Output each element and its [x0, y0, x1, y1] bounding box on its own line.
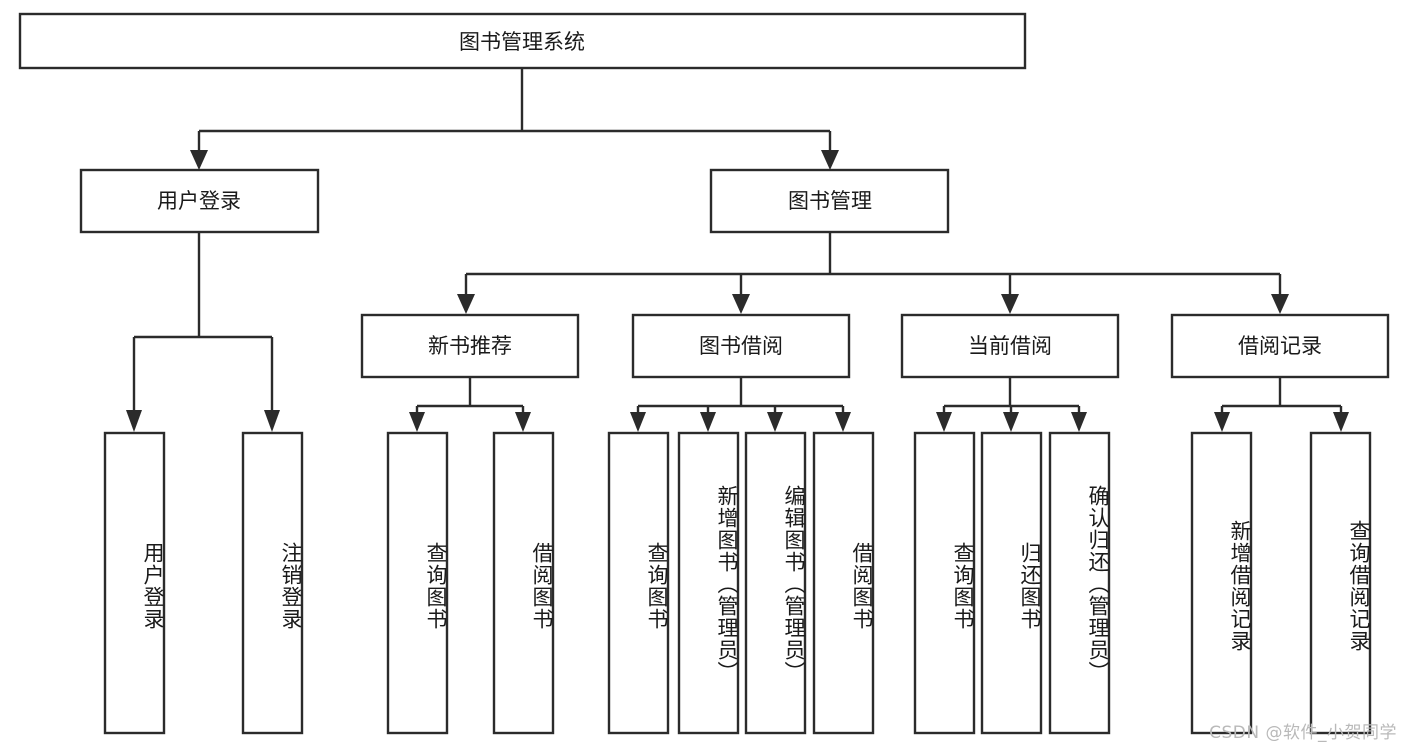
arrow-user-login-leaf-2 [264, 410, 280, 432]
arrow-book-mgmt-to-new-book [457, 294, 475, 314]
node-current-borrow-label: 当前借阅 [968, 334, 1052, 358]
leaf-box-book-borrow-4[interactable] [812, 431, 875, 735]
node-new-book-label: 新书推荐 [428, 334, 512, 358]
node-user-login-label: 用户登录 [157, 189, 241, 213]
arrow-current-leaf-1 [936, 412, 952, 432]
arrow-user-login-leaf-1 [126, 410, 142, 432]
leaf-box-current-borrow-2[interactable] [980, 431, 1043, 735]
leaf-box-user-login-2[interactable] [241, 431, 304, 735]
arrow-record-leaf-2 [1333, 412, 1349, 432]
node-borrow-record-label: 借阅记录 [1238, 334, 1322, 358]
leaf-box-current-borrow-1[interactable] [913, 431, 976, 735]
arrow-record-leaf-1 [1214, 412, 1230, 432]
node-user-login-box[interactable] [79, 168, 320, 234]
node-current-borrow-box[interactable] [900, 313, 1120, 379]
arrow-current-leaf-2 [1003, 412, 1019, 432]
arrow-borrow-leaf-1 [630, 412, 646, 432]
watermark-label: CSDN @软件_小贺同学 [1209, 723, 1397, 743]
arrow-current-leaf-3 [1071, 412, 1087, 432]
arrow-borrow-leaf-2 [700, 412, 716, 432]
leaf-box-new-book-2[interactable] [492, 431, 555, 735]
arrow-borrow-leaf-4 [835, 412, 851, 432]
arrow-new-book-leaf-1 [409, 412, 425, 432]
arrow-borrow-leaf-3 [767, 412, 783, 432]
leaf-box-book-borrow-3[interactable] [744, 431, 807, 735]
leaf-box-new-book-1[interactable] [386, 431, 449, 735]
arrow-root-to-book-mgmt [821, 150, 839, 170]
arrow-new-book-leaf-2 [515, 412, 531, 432]
node-root-box[interactable] [18, 12, 1027, 70]
leaf-box-borrow-record-2[interactable] [1309, 431, 1372, 735]
leaf-box-book-borrow-2[interactable] [677, 431, 740, 735]
node-book-borrow-box[interactable] [631, 313, 851, 379]
arrow-book-mgmt-to-record [1271, 294, 1289, 314]
node-borrow-record-box[interactable] [1170, 313, 1390, 379]
leaf-box-book-borrow-1[interactable] [607, 431, 670, 735]
leaf-box-borrow-record-1[interactable] [1190, 431, 1253, 735]
node-new-book-box[interactable] [360, 313, 580, 379]
connectors [126, 68, 1349, 432]
arrow-book-mgmt-to-borrow [732, 294, 750, 314]
arrow-book-mgmt-to-current [1001, 294, 1019, 314]
node-book-mgmt-box[interactable] [709, 168, 950, 234]
node-book-mgmt-label: 图书管理 [788, 189, 872, 213]
leaf-box-current-borrow-3[interactable] [1048, 431, 1111, 735]
node-root-label: 图书管理系统 [459, 30, 585, 54]
node-book-borrow-label: 图书借阅 [699, 334, 783, 358]
node-boxes: 图书管理系统 用户登录 图书管理 新书推荐 图书借阅 当前借阅 借阅记录 [18, 12, 1390, 735]
arrow-root-to-user-login [190, 150, 208, 170]
leaf-box-user-login-1[interactable] [103, 431, 166, 735]
